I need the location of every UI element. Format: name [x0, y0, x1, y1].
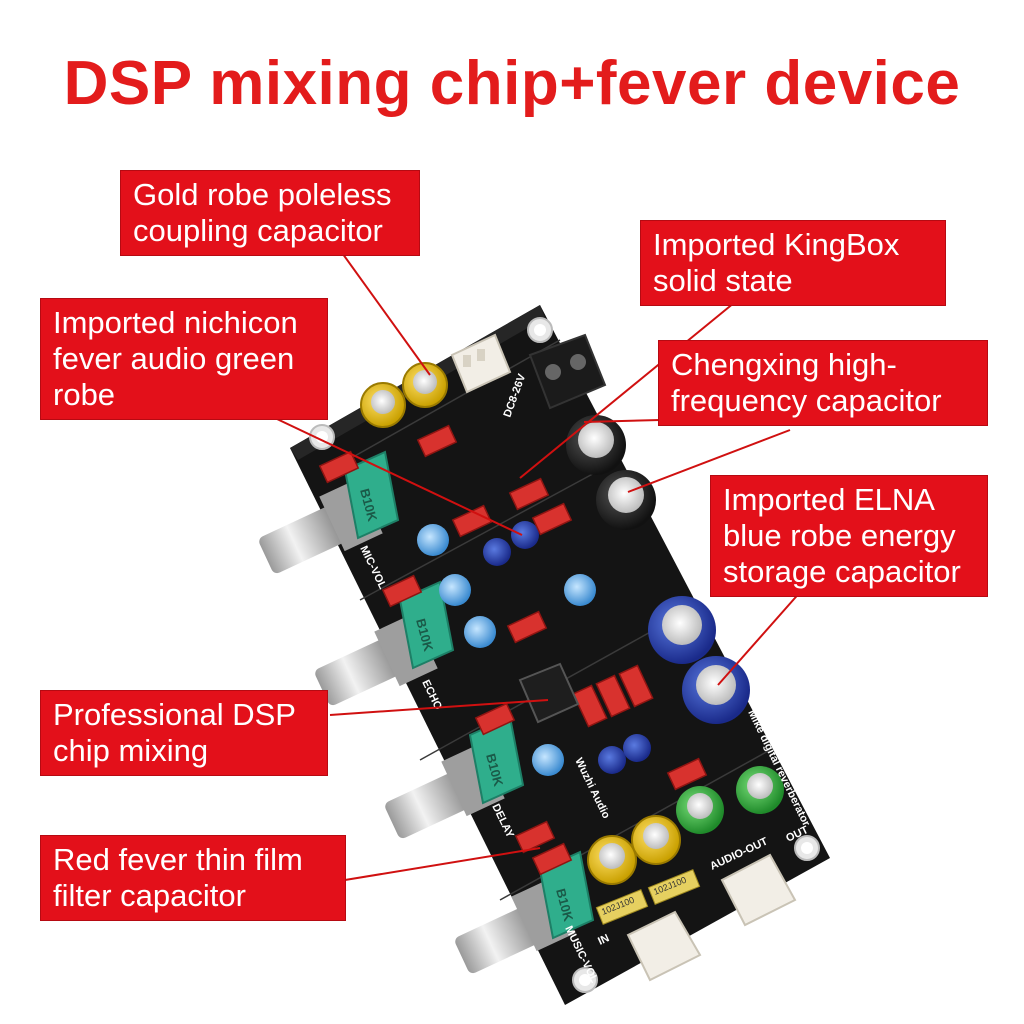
potentiometer-mic-vol	[259, 450, 400, 574]
gold-capacitors-bottom	[587, 815, 701, 925]
potentiometer-echo	[315, 580, 455, 706]
callout-gold-robe-capacitor: Gold robe poleless coupling capacitor	[120, 170, 420, 256]
callout-kingbox-solid-state: Imported KingBox solid state	[640, 220, 946, 306]
callout-dsp-chip: Professional DSP chip mixing	[40, 690, 328, 776]
board-label-in: IN	[596, 932, 611, 948]
callout-elna-capacitor: Imported ELNA blue robe energy storage c…	[710, 475, 988, 597]
nichicon-capacitors	[417, 521, 651, 776]
callout-nichicon-capacitor: Imported nichicon fever audio green robe	[40, 298, 328, 420]
page-title: DSP mixing chip+fever device	[63, 49, 961, 118]
chengxing-capacitors	[566, 415, 656, 530]
callout-film-capacitor: Red fever thin film filter capacitor	[40, 835, 346, 921]
green-capacitors	[676, 766, 784, 834]
connector-top	[450, 333, 512, 394]
red-film-capacitors	[318, 424, 708, 876]
connector-in	[626, 910, 702, 982]
leader-lines	[257, 249, 803, 881]
connector-audio-out	[720, 853, 797, 927]
callout-chengxing-capacitor: Chengxing high- frequency capacitor	[658, 340, 988, 426]
potentiometer-delay	[385, 715, 525, 839]
dsp-chip	[518, 662, 580, 724]
dc-terminal	[528, 333, 607, 410]
gold-coupling-capacitors	[360, 362, 448, 428]
